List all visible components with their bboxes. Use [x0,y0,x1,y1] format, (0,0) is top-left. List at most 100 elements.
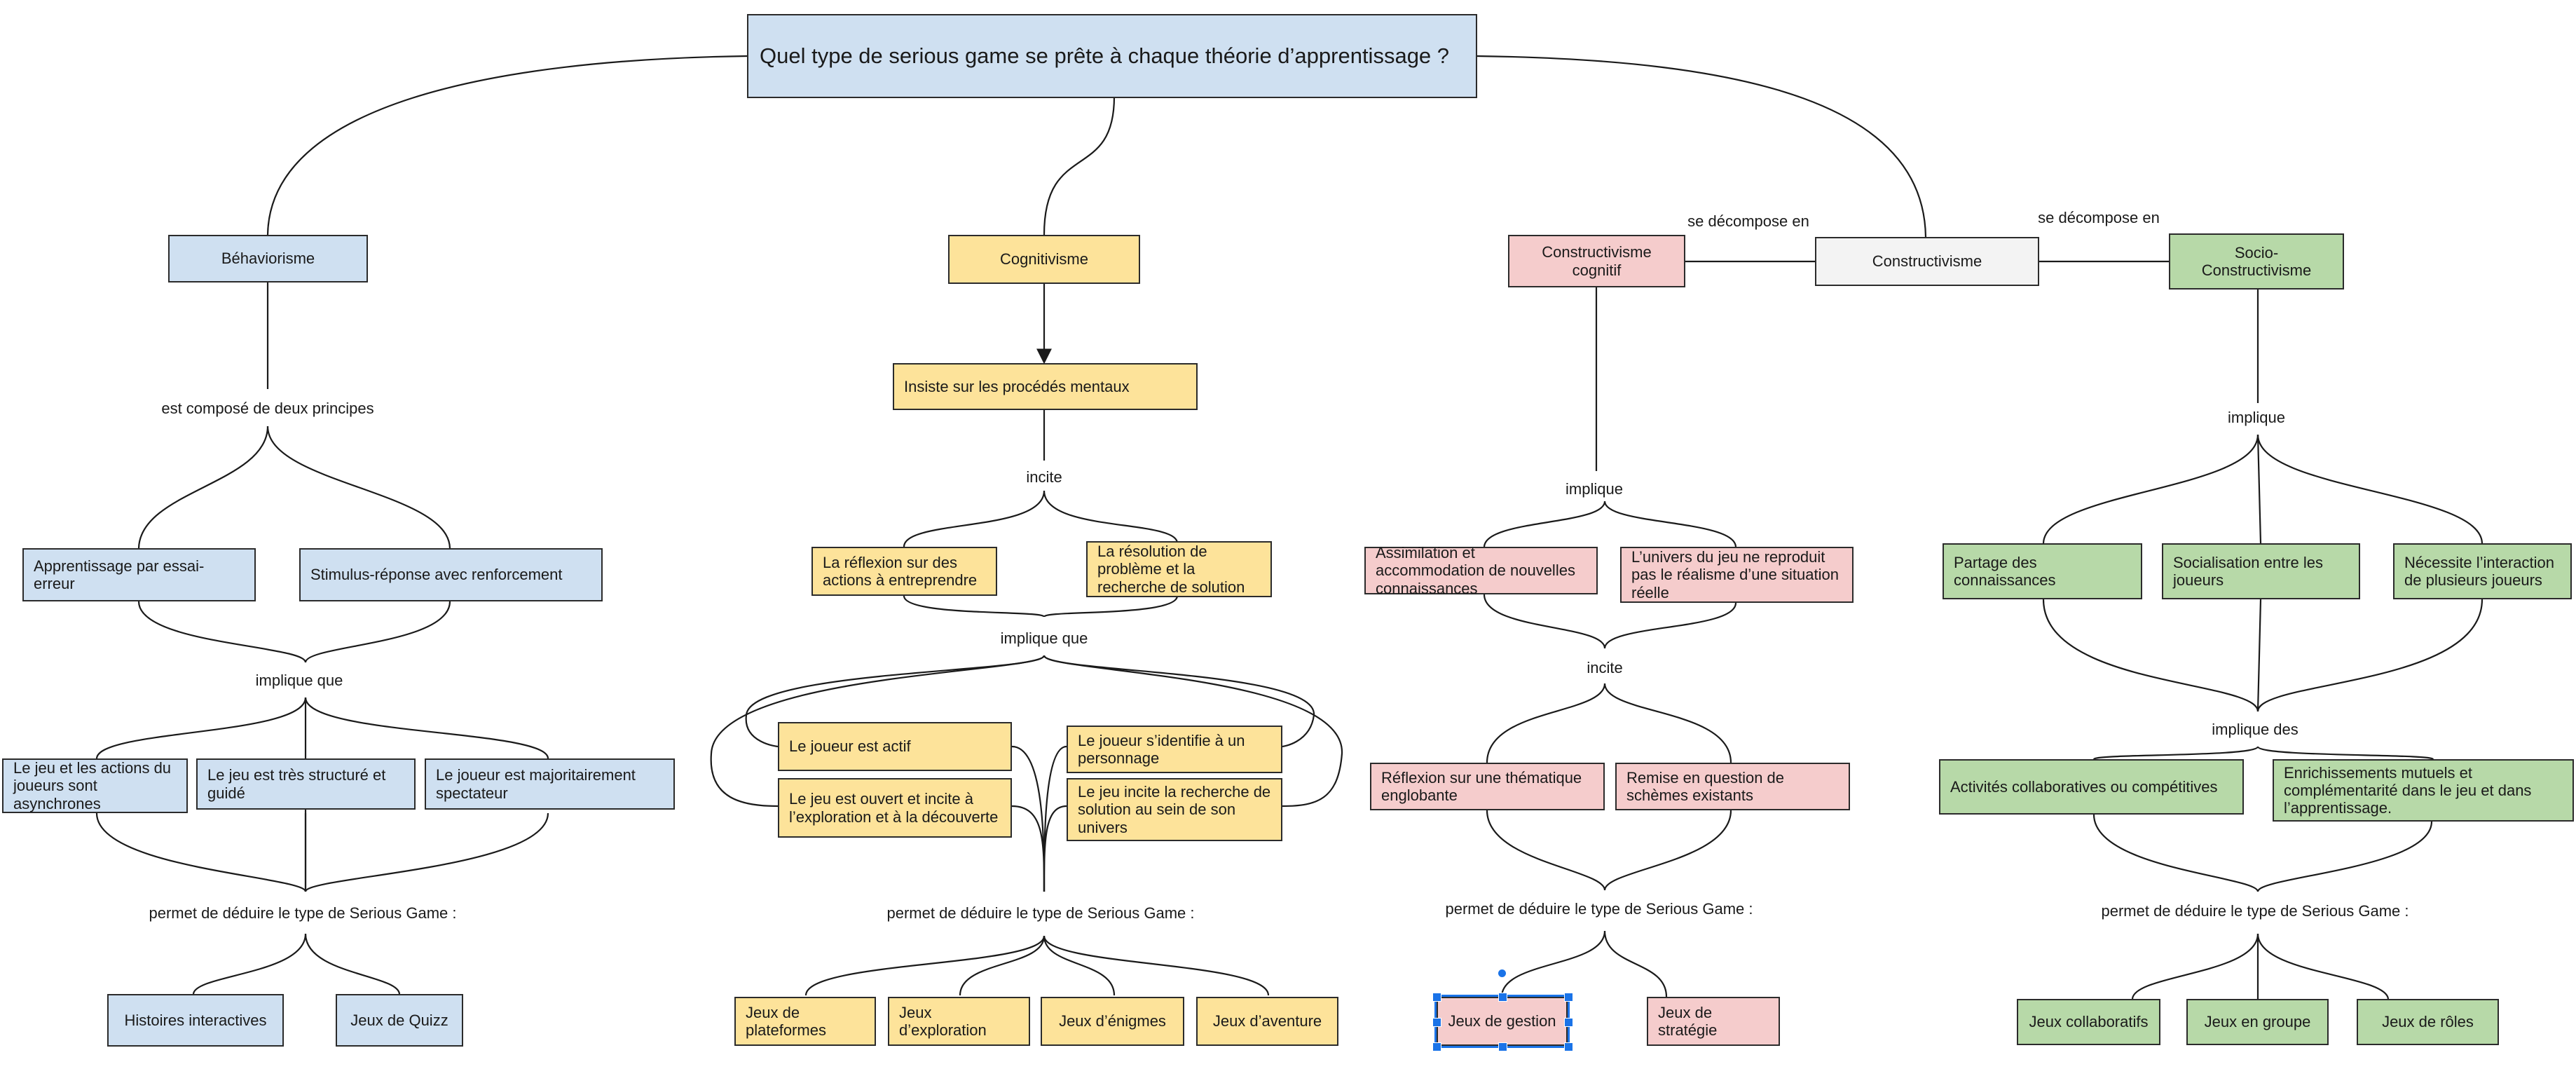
node-label: Jeux d’aventure [1212,1012,1322,1030]
node-label: Jeux en groupe [2204,1013,2311,1031]
node-structure-guide[interactable]: Le jeu est très structuré et guidé [196,758,416,810]
node-label: Constructivisme [1872,252,1982,271]
node-jeux-plateformes[interactable]: Jeux de plateformes [734,997,876,1046]
node-jeux-gestion[interactable]: Jeux de gestion [1434,995,1570,1048]
node-reflexion-actions[interactable]: La réflexion sur des actions à entrepren… [811,547,997,596]
node-label: Jeux collaboratifs [2029,1013,2149,1031]
node-jeux-aventure[interactable]: Jeux d’aventure [1196,997,1338,1046]
link-label-deduire: permet de déduire le type de Serious Gam… [2101,902,2409,920]
node-label: Insiste sur les procédés mentaux [904,377,1130,395]
resize-handle-nw[interactable] [1432,993,1441,1002]
node-asynchrones[interactable]: Le jeu et les actions du joueurs sont as… [2,758,188,813]
link-label-deduire: permet de déduire le type de Serious Gam… [1445,900,1753,918]
node-label: L’univers du jeu ne reproduit pas le réa… [1631,548,1839,601]
node-procedes-mentaux[interactable]: Insiste sur les procédés mentaux [893,363,1198,410]
node-label: Le jeu est très structuré et guidé [207,766,386,802]
node-resolution-probleme[interactable]: La résolution de problème et la recherch… [1086,541,1272,597]
node-label: Jeux de Quizz [350,1011,448,1029]
resize-handle-e[interactable] [1564,1018,1573,1027]
node-enrichissements[interactable]: Enrichissements mutuels et complémentari… [2273,759,2574,822]
node-interaction-joueurs[interactable]: Nécessite l’interaction de plusieurs jou… [2393,543,2572,599]
link-label-deduire: permet de déduire le type de Serious Gam… [886,904,1195,922]
resize-handle-w[interactable] [1432,1018,1441,1027]
node-jeux-roles[interactable]: Jeux de rôles [2357,999,2499,1045]
node-label: Béhaviorisme [221,250,315,268]
link-label-incite: incite [1026,468,1062,486]
node-behaviorisme[interactable]: Béhaviorisme [168,235,368,282]
node-label: Jeux d’énigmes [1059,1012,1166,1030]
node-recherche-solution[interactable]: Le jeu incite la recherche de solution a… [1067,778,1282,841]
node-socialisation[interactable]: Socialisation entre les joueurs [2162,543,2360,599]
link-label-compose: est composé de deux principes [161,400,374,417]
node-constructivisme[interactable]: Constructivisme [1815,237,2039,286]
node-label: Cognitivisme [1000,250,1088,268]
node-cognitivisme[interactable]: Cognitivisme [948,235,1140,284]
node-label: Jeux de rôles [2382,1013,2474,1031]
node-label: Stimulus-réponse avec renforcement [310,566,563,584]
node-remise-question[interactable]: Remise en question de schèmes existants [1615,763,1850,810]
link-label-implique: implique [1566,480,1623,498]
node-label: Assimilation et accommodation de nouvell… [1376,544,1575,597]
node-label: Activités collaboratives ou compétitives [1950,777,2218,796]
link-label-deduire: permet de déduire le type de Serious Gam… [149,904,457,922]
node-label: Jeux de stratégie [1658,1003,1718,1039]
rotate-handle[interactable] [1498,969,1506,977]
node-constructivisme-cognitif[interactable]: Constructivisme cognitif [1508,235,1685,287]
node-label: Le jeu et les actions du joueurs sont as… [13,759,172,812]
node-label: Le joueur est actif [789,737,911,756]
node-jeux-quizz[interactable]: Jeux de Quizz [336,994,463,1047]
node-label: Constructivisme cognitif [1542,243,1652,279]
node-label: Le joueur est majoritairement spectateur [436,766,636,802]
resize-handle-s[interactable] [1498,1042,1507,1051]
node-label: Jeux de gestion [1448,1012,1556,1030]
node-label: La résolution de problème et la recherch… [1097,543,1245,596]
node-joueur-actif[interactable]: Le joueur est actif [778,722,1012,771]
node-activites-collaboratives[interactable]: Activités collaboratives ou compétitives [1939,759,2244,815]
resize-handle-sw[interactable] [1432,1042,1441,1051]
resize-handle-se[interactable] [1564,1042,1573,1051]
node-univers-jeu[interactable]: L’univers du jeu ne reproduit pas le réa… [1620,547,1854,603]
node-label: Socialisation entre les joueurs [2173,553,2324,589]
link-label-implique-que: implique que [1000,629,1088,647]
node-identifie-personnage[interactable]: Le joueur s’identifie à un personnage [1067,726,1282,773]
node-label: Remise en question de schèmes existants [1626,768,1785,804]
node-label: Socio-Constructivisme [2201,243,2312,279]
node-essai-erreur[interactable]: Apprentissage par essai-erreur [22,548,256,601]
node-label: Apprentissage par essai-erreur [34,557,205,592]
node-label: Histoires interactives [124,1011,267,1029]
link-label-implique-des: implique des [2212,721,2298,738]
node-spectateur[interactable]: Le joueur est majoritairement spectateur [425,758,675,810]
node-label: Jeux d’exploration [899,1003,987,1039]
node-label: Jeux de plateformes [746,1003,826,1039]
resize-handle-n[interactable] [1498,993,1507,1002]
node-label: Partage des connaissances [1954,553,2056,589]
root-question[interactable]: Quel type de serious game se prête à cha… [747,14,1477,98]
node-label: La réflexion sur des actions à entrepren… [823,553,978,589]
node-thematique-englobante[interactable]: Réflexion sur une thématique englobante [1370,763,1605,810]
node-assimilation[interactable]: Assimilation et accommodation de nouvell… [1364,544,1598,597]
link-label-decompose-left: se décompose en [1687,212,1809,230]
link-label-implique: implique [2228,409,2285,426]
link-label-decompose-right: se décompose en [2038,209,2160,226]
node-histoires-interactives[interactable]: Histoires interactives [107,994,284,1047]
node-jeux-enigmes[interactable]: Jeux d’énigmes [1041,997,1184,1046]
node-jeux-strategie[interactable]: Jeux de stratégie [1647,997,1780,1046]
node-jeux-groupe[interactable]: Jeux en groupe [2186,999,2329,1045]
node-label: Le jeu est ouvert et incite à l’explorat… [789,790,999,826]
node-label: Enrichissements mutuels et complémentari… [2284,763,2532,817]
link-label-implique-que: implique que [255,672,343,689]
node-jeux-collaboratifs[interactable]: Jeux collaboratifs [2017,999,2160,1045]
node-label: Le joueur s’identifie à un personnage [1078,731,1245,767]
node-partage-connaissances[interactable]: Partage des connaissances [1943,543,2142,599]
node-jeu-ouvert[interactable]: Le jeu est ouvert et incite à l’explorat… [778,778,1012,838]
node-jeux-exploration[interactable]: Jeux d’exploration [888,997,1030,1046]
root-question-text: Quel type de serious game se prête à cha… [760,43,1450,69]
link-label-incite: incite [1587,659,1623,676]
node-socio-constructivisme[interactable]: Socio-Constructivisme [2169,233,2344,290]
resize-handle-ne[interactable] [1564,993,1573,1002]
node-label: Le jeu incite la recherche de solution a… [1078,783,1271,836]
node-label: Réflexion sur une thématique englobante [1381,768,1582,804]
node-stimulus-reponse[interactable]: Stimulus-réponse avec renforcement [299,548,603,601]
node-label: Nécessite l’interaction de plusieurs jou… [2404,553,2554,589]
